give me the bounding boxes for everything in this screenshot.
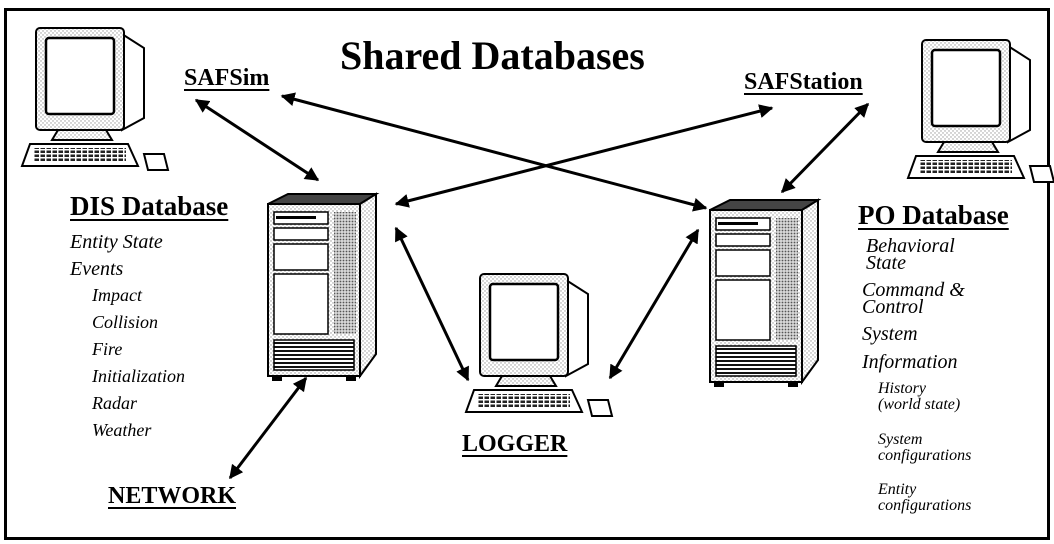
dis-event-item: Fire — [92, 339, 123, 359]
po-system: System — [862, 323, 918, 345]
logger-workstation-icon — [464, 272, 614, 418]
dis-database-title: DIS Database — [70, 191, 229, 221]
arrow-safsim-po — [280, 92, 708, 212]
po-system-config-2: configurations — [878, 447, 972, 464]
safstation-workstation-icon — [906, 38, 1054, 184]
arrow-safstation-po — [780, 102, 870, 194]
po-history: History — [878, 380, 926, 397]
arrow-dis-network — [228, 376, 308, 480]
po-control: Control — [862, 296, 924, 318]
po-behavioral: Behavioral — [866, 235, 955, 257]
dis-events-label: Events — [70, 258, 124, 280]
safstation-label: SAFStation — [744, 69, 863, 95]
safsim-label: SAFSim — [184, 65, 270, 91]
dis-event-item: Initialization — [92, 366, 186, 386]
po-entity-config-2: configurations — [878, 497, 972, 514]
dis-database-server-icon — [267, 193, 377, 382]
arrow-dis-logger — [394, 226, 470, 382]
diagram-frame — [4, 8, 1050, 540]
po-information: Information — [862, 351, 958, 373]
diagram-title: Shared Databases — [340, 33, 645, 78]
po-entity-config-1: Entity — [878, 481, 917, 498]
network-label: NETWORK — [108, 483, 237, 509]
safsim-workstation-icon — [20, 26, 170, 172]
po-command: Command & — [862, 279, 965, 301]
dis-entity-state: Entity State — [70, 231, 163, 253]
po-system-config-1: System — [878, 431, 923, 448]
po-world-state: (world state) — [878, 396, 961, 413]
arrow-safstation-dis — [394, 104, 774, 208]
arrow-po-logger — [608, 228, 700, 380]
dis-event-item: Collision — [92, 312, 159, 332]
dis-event-item: Weather — [92, 420, 152, 440]
arrow-safsim-dis — [194, 98, 320, 182]
dis-event-item: Impact — [92, 285, 142, 305]
po-state: State — [866, 252, 906, 274]
po-database-server-icon — [709, 199, 819, 388]
po-database-title: PO Database — [858, 200, 1009, 230]
dis-event-item: Radar — [92, 393, 137, 413]
logger-label: LOGGER — [462, 431, 568, 457]
